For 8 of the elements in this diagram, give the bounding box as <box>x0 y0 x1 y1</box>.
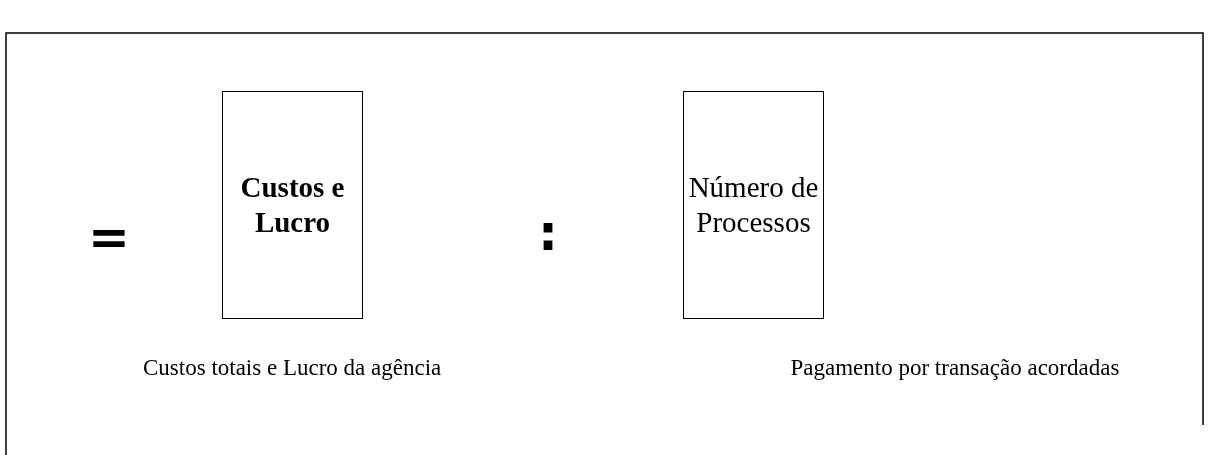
term-box <box>222 91 363 319</box>
term-text: Número de Processos <box>687 170 820 240</box>
term-box <box>683 91 824 319</box>
caption-text: Custos totais e Lucro da agência <box>143 355 442 381</box>
caption-text: Pagamento por transação acordadas <box>790 355 1120 381</box>
term-text: Custos e Lucro <box>239 170 346 240</box>
equals-sign: = <box>88 212 130 262</box>
division-sign: : <box>538 208 558 258</box>
